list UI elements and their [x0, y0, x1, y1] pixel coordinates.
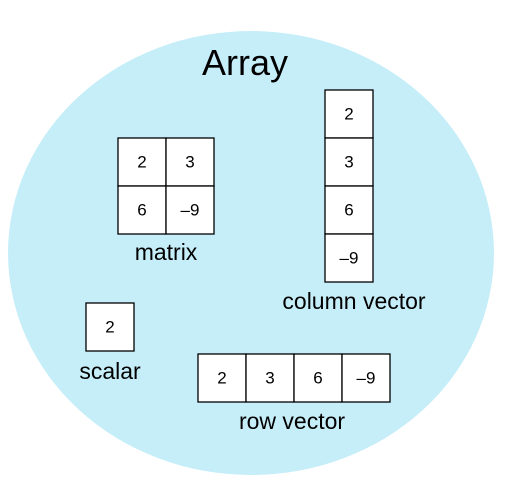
- column-vector-cell-value: 6: [344, 201, 353, 220]
- matrix-label: matrix: [135, 239, 198, 265]
- row-vector-cell-value: 6: [313, 369, 322, 388]
- matrix-cell: –9: [165, 185, 215, 235]
- matrix-cell-value: –9: [181, 201, 200, 220]
- row-vector-cell: –9: [341, 353, 391, 403]
- matrix-cell: 3: [165, 137, 215, 187]
- scalar-group: 2 scalar: [79, 302, 141, 384]
- column-vector-label: column vector: [282, 288, 426, 314]
- column-vector-cell: 2: [324, 89, 374, 139]
- column-vector-cell-value: 2: [344, 105, 353, 124]
- matrix-cell-value: 3: [185, 153, 194, 172]
- matrix-cell: 2: [117, 137, 167, 187]
- matrix-cell-value: 6: [137, 201, 146, 220]
- column-vector-cell-value: 3: [344, 153, 353, 172]
- column-vector-cell-value: –9: [340, 249, 359, 268]
- scalar-label: scalar: [79, 358, 141, 384]
- row-vector-label: row vector: [239, 408, 345, 434]
- row-vector-cell: 3: [245, 353, 295, 403]
- column-vector-group: 2 3 6 –9 column vector: [282, 89, 426, 314]
- row-vector-cell-value: 2: [217, 369, 226, 388]
- matrix-group: 2 3 6 –9 matrix: [117, 137, 215, 265]
- matrix-cell: 6: [117, 185, 167, 235]
- matrix-cell-value: 2: [137, 153, 146, 172]
- column-vector-cell: –9: [324, 233, 374, 283]
- scalar-cell: 2: [85, 302, 135, 352]
- row-vector-cell-value: –9: [357, 369, 376, 388]
- row-vector-cell: 6: [293, 353, 343, 403]
- row-vector-group: 2 3 6 –9 row vector: [197, 353, 391, 434]
- row-vector-cell-value: 3: [265, 369, 274, 388]
- column-vector-cell: 6: [324, 185, 374, 235]
- column-vector-cell: 3: [324, 137, 374, 187]
- diagram-title: Array: [202, 42, 288, 83]
- row-vector-cell: 2: [197, 353, 247, 403]
- scalar-cell-value: 2: [105, 318, 114, 337]
